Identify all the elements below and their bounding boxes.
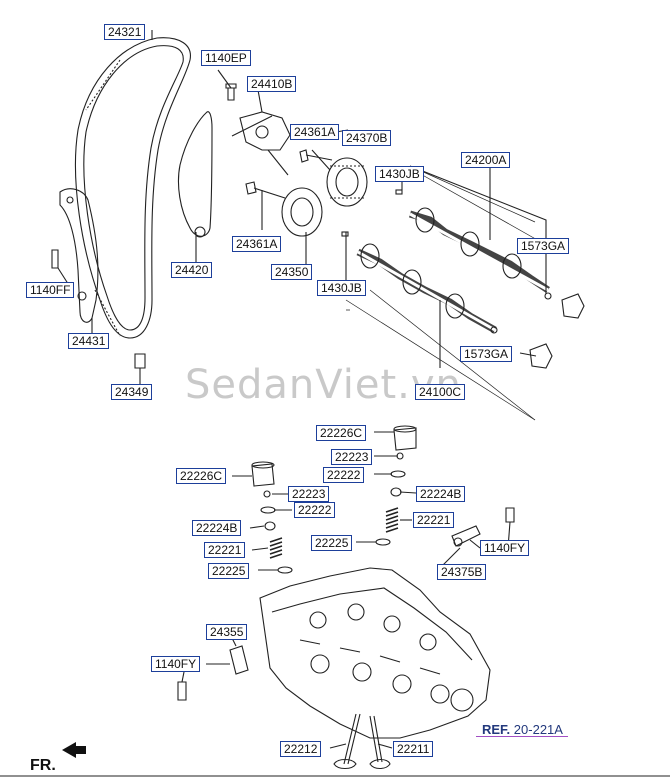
part-label-22224b-left[interactable]: 22224B [192,520,242,536]
tensioner-arm [177,111,213,237]
part-label-22221-right[interactable]: 22221 [413,512,455,528]
part-label-22222-right[interactable]: 22222 [323,467,365,483]
sprocket-exhaust [281,187,323,237]
part-label-22212[interactable]: 22212 [280,741,322,757]
part-label-22223-left[interactable]: 22223 [288,486,330,502]
part-label-24431[interactable]: 24431 [68,333,110,349]
chain-guide [59,188,99,323]
part-label-24361a-top[interactable]: 24361A [290,124,340,140]
part-label-1573ga-bottom[interactable]: 1573GA [460,346,513,362]
part-label-1140fy-right[interactable]: 1140FY [480,540,530,556]
timing-chain [74,37,191,339]
part-label-24370b[interactable]: 24370B [342,130,392,146]
part-label-22221-left[interactable]: 22221 [204,542,246,558]
part-label-22225-left[interactable]: 22225 [208,563,250,579]
cylinder-head [259,567,491,739]
part-label-1140ep[interactable]: 1140EP [201,50,251,66]
watermark: SedanViet.vn [185,362,462,408]
front-orientation-label: FR. [30,757,56,774]
part-label-1140fy-left[interactable]: 1140FY [151,656,201,672]
part-label-22223-right[interactable]: 22223 [331,449,373,465]
reference-code: 20-221A [513,722,563,737]
tensioner [239,111,291,151]
part-label-24420[interactable]: 24420 [171,262,213,278]
part-label-1430jb-top[interactable]: 1430JB [375,166,424,182]
part-label-24100c[interactable]: 24100C [415,384,466,400]
part-label-24355[interactable]: 24355 [206,624,248,640]
valve-exhaust [369,715,391,770]
reference-link[interactable]: REF. 20-221A [482,722,563,737]
part-label-22211[interactable]: 22211 [393,741,434,757]
valve-intake [333,713,361,770]
part-label-22222-left[interactable]: 22222 [294,502,336,518]
part-label-1573ga-top[interactable]: 1573GA [517,238,570,254]
sprocket-intake [326,157,368,207]
valve-spring-left [269,537,283,559]
part-label-24321[interactable]: 24321 [104,24,146,40]
camshaft-intake [408,210,550,293]
oil-control-valve-left [229,645,249,675]
oil-control-valve-right [451,525,481,547]
part-label-22226c-right[interactable]: 22226C [316,425,367,441]
part-label-22225-right[interactable]: 22225 [311,535,353,551]
valve-spring-right [385,507,399,533]
part-label-22226c-left[interactable]: 22226C [176,468,227,484]
part-label-24349[interactable]: 24349 [111,384,153,400]
part-label-1430jb-bottom[interactable]: 1430JB [317,280,366,296]
part-label-24361a-bottom[interactable]: 24361A [232,236,282,252]
lifter-right [393,427,417,451]
part-label-22224b-right[interactable]: 22224B [416,486,466,502]
reference-prefix: REF. [482,722,511,737]
part-label-24350[interactable]: 24350 [271,264,313,280]
part-label-1140ff[interactable]: 1140FF [26,282,75,298]
part-label-24375b[interactable]: 24375B [437,564,487,580]
part-label-24410b[interactable]: 24410B [247,76,297,92]
part-label-24200a[interactable]: 24200A [461,152,511,168]
fr-arrow-icon [62,742,86,758]
reference-underline [476,736,568,737]
lifter-left [251,463,275,487]
